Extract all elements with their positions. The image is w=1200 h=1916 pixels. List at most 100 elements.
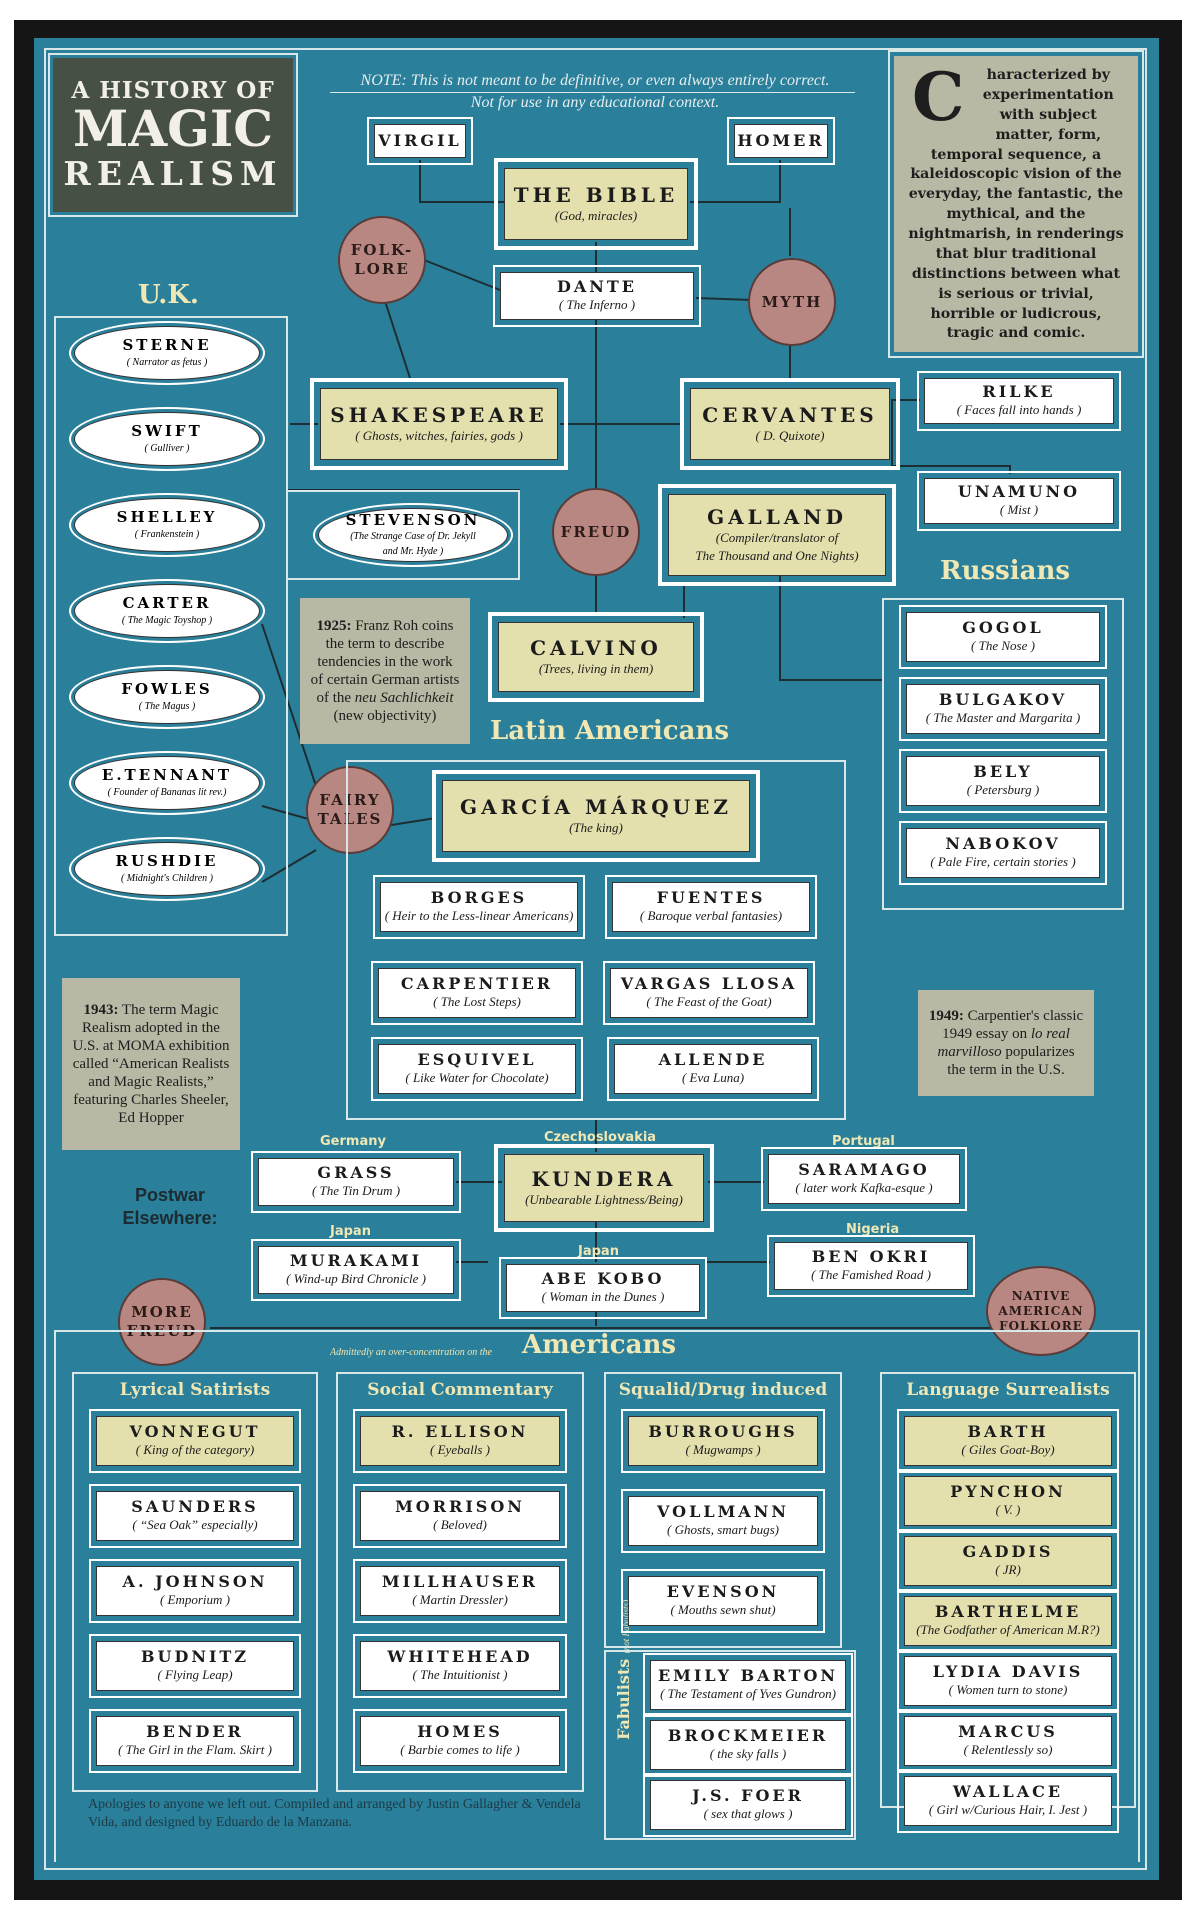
author-name: MILLHAUSER	[381, 1571, 539, 1591]
disclaimer-note: NOTE: This is not meant to be definitive…	[330, 70, 860, 113]
author-name: SAUNDERS	[131, 1496, 259, 1516]
author-note: ( Eyeballs )	[430, 1442, 490, 1458]
author-american-1-3: WHITEHEAD( The Intuitionist )	[353, 1634, 567, 1698]
author-russian-1: BULGAKOV( The Master and Margarita )	[899, 677, 1107, 741]
author-note: ( Pale Fire, certain stories )	[930, 854, 1076, 870]
influence-myth: MYTH	[748, 258, 836, 346]
author-the-bible: THE BIBLE (God, miracles)	[494, 158, 698, 250]
author-american-2-2: EVENSON( Mouths sewn shut)	[621, 1569, 825, 1633]
author-name: VONNEGUT	[129, 1421, 261, 1441]
author-name: HOMES	[417, 1721, 503, 1741]
note-text: Franz Roh coins the term to describe ten…	[310, 618, 460, 706]
category-1	[336, 1372, 584, 1792]
note-text: Carpentier's classic 1949 essay on	[942, 1008, 1084, 1042]
author-latin-1: FUENTES( Baroque verbal fantasies)	[605, 875, 817, 939]
author-note: ( Beloved)	[433, 1517, 487, 1533]
author-american-3-5: MARCUS( Relentlessly so)	[897, 1709, 1119, 1773]
author-name: CALVINO	[530, 635, 662, 660]
author-name: SHAKESPEARE	[330, 402, 548, 427]
author-note: ( The Feast of the Goat)	[646, 994, 772, 1010]
author-ben-okri: BEN OKRI ( The Famished Road )	[767, 1235, 975, 1297]
author-murakami: MURAKAMI ( Wind-up Bird Chronicle )	[251, 1239, 461, 1301]
author-name: RUSHDIE	[115, 851, 219, 870]
definition-text: haracterized by experimentation with sub…	[908, 67, 1124, 342]
author-name: FUENTES	[656, 887, 766, 907]
author-latin-0: BORGES( Heir to the Less-linear American…	[373, 875, 585, 939]
author-note: ( Ghosts, witches, fairies, gods )	[355, 427, 523, 443]
author-note: ( The Girl in the Flam. Skirt )	[118, 1742, 272, 1758]
author-name: ESQUIVEL	[417, 1049, 537, 1069]
author-note: ( The Magus )	[138, 700, 196, 712]
author-name: A. JOHNSON	[122, 1571, 268, 1591]
author-note: ( Faces fall into hands )	[956, 402, 1082, 418]
note-1925: 1925: Franz Roh coins the term to descri…	[300, 598, 470, 744]
author-american-0-0: VONNEGUT( King of the category)	[89, 1409, 301, 1473]
author-abe-kobo: ABE KOBO ( Woman in the Dunes )	[499, 1257, 707, 1319]
note-italic: lo real marvilloso	[937, 1026, 1070, 1060]
author-note: ( Mouths sewn shut)	[670, 1602, 776, 1618]
author-name: KUNDERA	[531, 1166, 677, 1191]
author-name: LYDIA DAVIS	[932, 1661, 1084, 1681]
author-name: FOWLES	[121, 679, 213, 698]
author-note: (The Godfather of American M.R?)	[916, 1622, 1100, 1638]
author-cervantes: CERVANTES ( D. Quixote)	[680, 378, 900, 470]
author-name: GALLAND	[707, 504, 847, 529]
author-note: ( sex that glows )	[703, 1806, 793, 1822]
author-note: ( Women turn to stone)	[948, 1682, 1068, 1698]
author-american-3-3: BARTHELME(The Godfather of American M.R?…	[897, 1589, 1119, 1653]
category-title: Language Surrealists	[906, 1380, 1110, 1400]
author-name: BROCKMEIER	[667, 1725, 829, 1745]
note-year: 1925:	[316, 618, 352, 634]
author-latin-4: ESQUIVEL( Like Water for Chocolate)	[371, 1037, 583, 1101]
author-note: and Mr. Hyde )	[382, 545, 444, 557]
author-note: The Thousand and One Nights)	[695, 547, 859, 563]
author-name: ABE KOBO	[541, 1268, 665, 1288]
author-note: ( Founder of Bananas lit rev.)	[107, 786, 227, 798]
note-italic: neu Sachlichkeit	[354, 690, 454, 706]
region-title-americans: Americans	[522, 1330, 677, 1360]
influence-native-american-folklore: NATIVE AMERICAN FOLKLORE	[986, 1266, 1096, 1356]
author-uk-0: STERNE( Narrator as fetus )	[74, 326, 260, 380]
author-note: ( Mugwamps )	[685, 1442, 761, 1458]
author-name: E.TENNANT	[101, 765, 233, 784]
title-line-2: MAGIC	[72, 99, 274, 158]
author-note: (The king)	[569, 819, 623, 835]
author-name: THE BIBLE	[513, 182, 679, 207]
author-name: SWIFT	[131, 421, 203, 440]
author-name: BELY	[973, 761, 1033, 781]
author-american-3-0: BARTH( Giles Goat-Boy)	[897, 1409, 1119, 1473]
author-note: ( The Famished Road )	[811, 1267, 931, 1283]
author-name: CERVANTES	[702, 402, 878, 427]
author-note: ( “Sea Oak” especially)	[132, 1517, 258, 1533]
author-note: ( Heir to the Less-linear Americans)	[384, 908, 574, 924]
country-czechoslovakia: Czechoslovakia	[544, 1130, 657, 1145]
author-name: EMILY BARTON	[657, 1665, 839, 1685]
author-note: ( Mist )	[999, 502, 1039, 518]
author-note: ( The Intuitionist )	[412, 1667, 508, 1683]
author-name: VOLLMANN	[657, 1501, 789, 1521]
author-note: ( The Master and Margarita )	[925, 710, 1081, 726]
author-russian-0: GOGOL( The Nose )	[899, 605, 1107, 669]
author-name: PYNCHON	[950, 1481, 1066, 1501]
author-name: BARTHELME	[934, 1601, 1082, 1621]
region-latin-americans	[346, 760, 846, 1120]
author-russian-2: BELY( Petersburg )	[899, 749, 1107, 813]
author-fabulist-2: J.S. FOER( sex that glows )	[643, 1773, 853, 1837]
author-shakespeare: SHAKESPEARE ( Ghosts, witches, fairies, …	[310, 378, 568, 470]
author-name: WALLACE	[952, 1781, 1064, 1801]
postwar-label: Postwar Elsewhere:	[122, 1185, 218, 1229]
country-japan-2: Japan	[578, 1244, 619, 1259]
author-name: CARPENTIER	[400, 973, 554, 993]
author-american-2-1: VOLLMANN( Ghosts, smart bugs)	[621, 1489, 825, 1553]
author-saramago: SARAMAGO ( later work Kafka-esque )	[761, 1147, 967, 1211]
influence-fairy-tales: FAIRY TALES	[306, 766, 394, 854]
definition-dropcap: C	[912, 58, 965, 136]
author-calvino: CALVINO (Trees, living in them)	[488, 612, 704, 702]
americans-prefix: Admittedly an over-concentration on the	[330, 1347, 492, 1358]
author-note: ( The Inferno )	[558, 297, 636, 313]
influence-freud: FREUD	[552, 488, 640, 576]
author-name: BARTH	[967, 1421, 1049, 1441]
author-unamuno: UNAMUNO ( Mist )	[917, 471, 1121, 531]
author-virgil: VIRGIL	[367, 117, 473, 165]
